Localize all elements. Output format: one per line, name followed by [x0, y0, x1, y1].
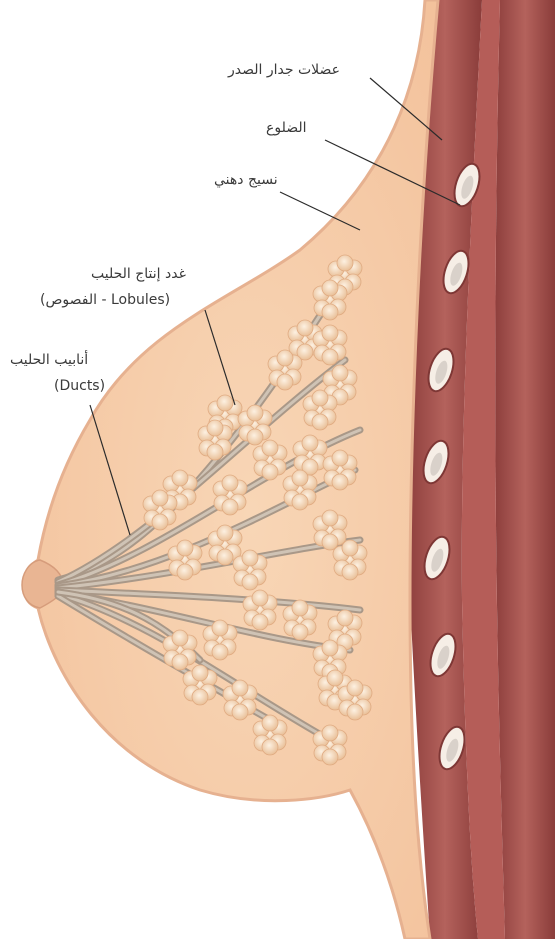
label-lobules-ar: غدد إنتاج الحليب: [91, 266, 186, 282]
label-chest-wall-muscles: عضلات جدار الصدر: [228, 62, 340, 78]
label-lobules-en: (الفصوص - Lobules): [40, 292, 170, 308]
chest-wall-muscle: [495, 0, 555, 939]
breast-tissue: [24, 0, 438, 939]
label-ribs: الضلوع: [266, 120, 307, 136]
label-ducts-en: (Ducts): [54, 378, 105, 394]
label-fatty-tissue: نسيج دهني: [214, 172, 278, 188]
label-ducts-ar: أنابيب الحليب: [10, 352, 88, 368]
